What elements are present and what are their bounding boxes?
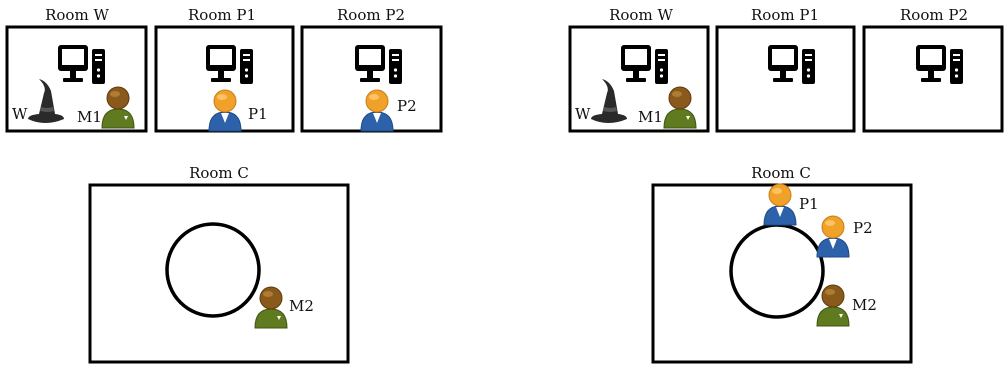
person-p2-icon <box>360 89 394 132</box>
person-p1-icon <box>763 183 797 226</box>
m2-label: M2 <box>289 297 314 315</box>
room-w <box>568 25 710 133</box>
table-circle <box>165 222 261 318</box>
room-p1-label: Room P1 <box>751 6 819 24</box>
room-w-label: Room W <box>45 6 109 24</box>
computer-icon <box>768 45 815 84</box>
computer-icon <box>355 45 402 84</box>
room-p2-label: Room P2 <box>337 6 405 24</box>
m1-label: M1 <box>638 108 663 126</box>
p1-label: P1 <box>248 105 268 123</box>
room-p2 <box>862 25 1004 133</box>
computer-icon <box>58 45 105 84</box>
computer-icon <box>206 45 253 84</box>
person-p1-icon <box>208 89 242 132</box>
room-c <box>88 183 350 364</box>
room-c-label: Room C <box>751 164 811 182</box>
panel-left: Room W W M1 Room P1 P1 Room P2 P2 Room C… <box>5 6 443 364</box>
p2-label: P2 <box>853 219 873 237</box>
room-p1-label: Room P1 <box>188 6 256 24</box>
room-p2-label: Room P2 <box>900 6 968 24</box>
person-m2-icon <box>816 284 850 327</box>
computer-icon <box>916 45 963 84</box>
table-circle <box>729 223 825 319</box>
wizard-label: W <box>12 105 28 123</box>
computer-icon <box>621 45 668 84</box>
room-w <box>5 25 148 133</box>
p2-label: P2 <box>397 97 417 115</box>
m2-label: M2 <box>852 296 877 314</box>
person-m1-icon <box>663 86 697 129</box>
panel-right: Room W W M1 Room P1 Room P2 Room C P1 P2… <box>568 6 1004 364</box>
wizard-label: W <box>575 105 591 123</box>
p1-label: P1 <box>799 195 819 213</box>
room-w-label: Room W <box>609 6 673 24</box>
person-m2-icon <box>254 286 288 329</box>
person-p2-icon <box>816 215 850 258</box>
wizard-hat-icon <box>28 79 64 123</box>
room-c-label: Room C <box>189 164 249 182</box>
wizard-hat-icon <box>591 79 627 123</box>
person-m1-icon <box>101 86 135 129</box>
m1-label: M1 <box>77 108 102 126</box>
room-p1 <box>715 25 856 133</box>
